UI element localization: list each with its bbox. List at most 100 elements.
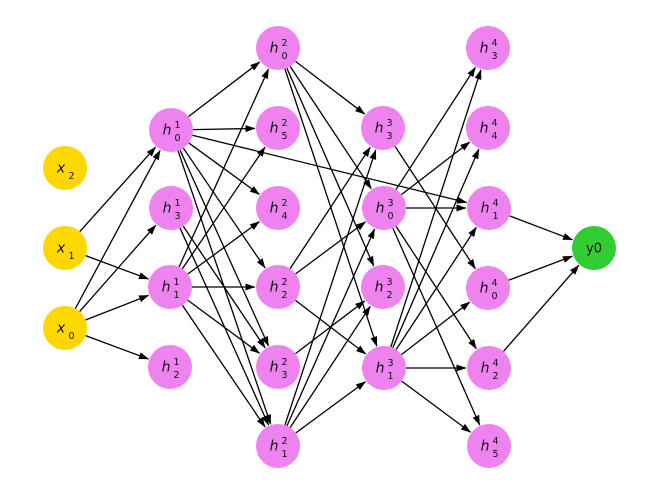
node-label-sup-h3_3: 3 [387, 118, 393, 129]
edge-h0_2-to-h0_3 [289, 65, 372, 190]
node-circle-h1_2 [256, 424, 300, 468]
edge-h3_1-to-h3_2 [182, 225, 266, 349]
node-label-base-h2_1: h [162, 360, 171, 376]
node-label-sub-h1_2: 1 [282, 449, 288, 460]
node-circle-h2_3 [361, 265, 405, 309]
node-label-sub-x0: 0 [69, 331, 75, 342]
node-circle-x1 [43, 226, 87, 270]
edge-h1_2-to-h0_3 [286, 228, 376, 427]
edge-h1_1-to-h5_2 [181, 146, 266, 270]
node-label-sup-h0_1: 1 [175, 120, 181, 131]
edge-layer [74, 60, 580, 434]
node-label-sub-h2_1: 2 [174, 370, 180, 381]
node-label-sub-h4_2: 4 [282, 211, 288, 222]
edge-h0_3-to-h3_4 [395, 66, 477, 190]
edge-h0_1-to-h0_2 [188, 61, 261, 118]
node-label-sup-h5_4: 4 [493, 436, 499, 447]
node-circle-h2_1 [148, 345, 192, 389]
edge-h1_1-to-h3_2 [187, 299, 260, 354]
node-label-base-h1_2: h [270, 439, 279, 455]
node-label-base-h0_3: h [376, 201, 385, 217]
node-label-base-h0_2: h [270, 41, 279, 57]
node-circle-h1_1 [148, 265, 192, 309]
node-label-sub-h2_2: 2 [282, 290, 288, 301]
edge-h1_1-to-h4_2 [187, 221, 260, 275]
node-label-sub-h0_3: 0 [388, 211, 394, 222]
node-label-base-h0_4: h [480, 281, 489, 297]
node-circle-h1_4 [467, 186, 511, 230]
node-label-base-h2_4: h [481, 361, 490, 377]
node-label-sup-h5_2: 2 [282, 118, 288, 129]
edge-h1_2-to-h3_3 [284, 149, 377, 426]
node-label-base-h4_2: h [270, 201, 279, 217]
node-label-base-h1_3: h [376, 361, 385, 377]
node-label-sup-h1_2: 2 [282, 436, 288, 447]
node-label-base-x1: x [56, 241, 66, 257]
node-label-sub-h2_4: 2 [493, 371, 499, 382]
edge-h2_4-to-y0 [502, 264, 580, 352]
node-label-base-x0: x [56, 321, 66, 337]
node-circle-h3_4 [466, 26, 510, 70]
edge-h1_1-to-h1_2 [181, 304, 266, 428]
node-circle-h0_3 [362, 186, 406, 230]
edge-h0_4-to-y0 [508, 255, 573, 281]
node-label-sup-h0_4: 4 [492, 278, 498, 289]
node-label-sub-h3_3: 3 [387, 131, 393, 142]
node-label-sub-h0_2: 0 [282, 51, 288, 62]
node-circle-y0 [572, 226, 616, 270]
node-circle-h3_1 [149, 186, 193, 230]
node-label-y0: y0 [586, 242, 602, 257]
edge-x1-to-h0_1 [79, 146, 157, 233]
node-label-sup-h3_4: 4 [492, 38, 498, 49]
node-label-sup-h1_4: 4 [493, 198, 499, 209]
edge-h1_2-to-h2_3 [289, 305, 371, 428]
edge-h1_4-to-y0 [509, 215, 573, 241]
node-label-sub-h2_3: 2 [387, 290, 393, 301]
node-circle-h2_2 [256, 265, 300, 309]
node-label-base-h2_3: h [375, 280, 384, 296]
node-label-base-h0_1: h [163, 123, 172, 139]
node-label-base-h1_1: h [162, 280, 171, 296]
node-label-sup-h1_1: 1 [174, 277, 180, 288]
edge-x1-to-h1_1 [85, 255, 149, 280]
node-label-base-h3_1: h [163, 201, 172, 217]
node-label-base-h4_4: h [480, 121, 489, 137]
node-circle-x2 [43, 146, 87, 190]
node-circle-h2_4 [467, 346, 511, 390]
node-circle-h3_2 [256, 345, 300, 389]
node-label-sub-h1_3: 1 [388, 371, 394, 382]
node-circle-h0_1 [149, 108, 193, 152]
edge-h3_1-to-h1_2 [179, 227, 270, 426]
node-label-sup-h2_4: 4 [493, 358, 499, 369]
node-label-sup-h0_3: 3 [388, 198, 394, 209]
node-label-base-h3_3: h [375, 121, 384, 137]
node-label-base-h3_2: h [270, 360, 279, 376]
node-circle-h4_4 [466, 106, 510, 150]
node-circle-h5_2 [256, 106, 300, 150]
node-label-sub-h0_4: 0 [492, 291, 498, 302]
node-circle-h4_2 [256, 186, 300, 230]
node-circle-h1_3 [362, 346, 406, 390]
node-label-sup-h3_1: 1 [175, 198, 181, 209]
edge-h1_3-to-h1_4 [395, 226, 477, 350]
node-label-sub-h0_1: 0 [175, 133, 181, 144]
